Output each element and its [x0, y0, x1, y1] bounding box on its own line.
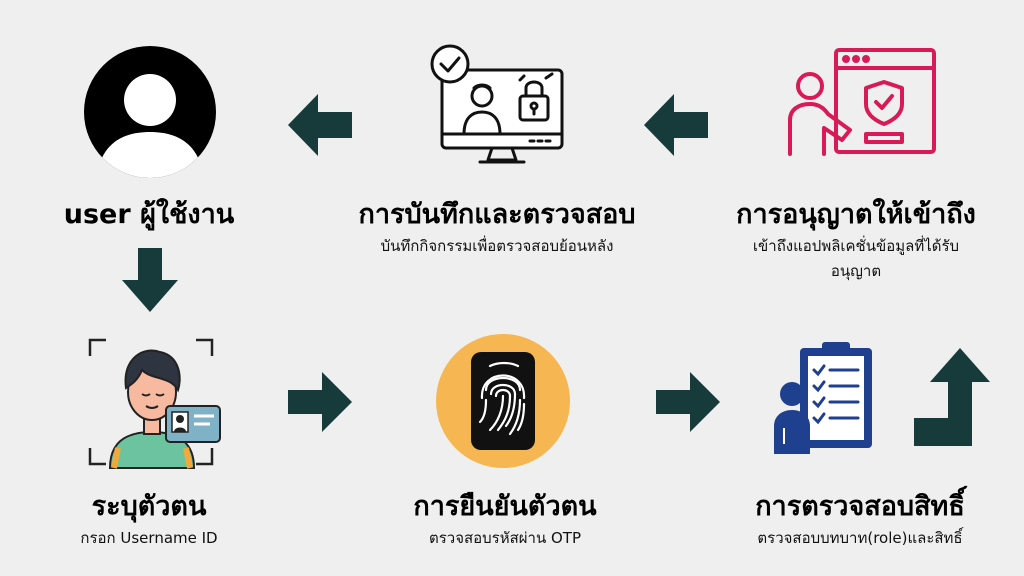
step-authorize-title: การอนุญาตให้เข้าถึง — [736, 199, 976, 230]
step-access-check-title: การตรวจสอบสิทธิ์ — [755, 491, 965, 522]
monitor-lock-icon — [428, 44, 568, 168]
step-logging-title: การบันทึกและตรวจสอบ — [358, 199, 636, 230]
face-id-card-icon — [86, 336, 226, 470]
shield-browser-icon — [784, 44, 940, 164]
step-identify-subtitle: กรอก Username ID — [80, 529, 218, 547]
arrow-left-icon — [288, 94, 352, 156]
fingerprint-icon — [436, 334, 570, 468]
arrow-right-icon — [288, 372, 352, 432]
arrow-right-icon — [656, 372, 720, 432]
user-avatar-icon — [82, 44, 218, 180]
step-authorize-subtitle-line2: อนุญาต — [830, 262, 882, 280]
step-access-check-subtitle: ตรวจสอบบทบาท(role)และสิทธิ์ — [757, 529, 963, 547]
step-authenticate-title: การยืนยันตัวตน — [413, 491, 597, 522]
step-authorize-subtitle-line1: เข้าถึงแอปพลิเคชั่นข้อมูลที่ได้รับ — [752, 237, 960, 255]
arrow-left-icon — [644, 94, 708, 156]
step-identify-title: ระบุตัวตน — [91, 491, 207, 522]
arrow-down-icon — [122, 248, 178, 312]
checklist-person-icon — [770, 338, 878, 458]
step-logging-subtitle: บันทึกกิจกรรมเพื่อตรวจสอบย้อนหลัง — [380, 237, 614, 255]
step-authenticate-subtitle: ตรวจสอบรหัสผ่าน OTP — [428, 529, 582, 547]
step-user-title: user ผู้ใช้งาน — [63, 199, 235, 230]
arrow-turn-up-icon — [914, 348, 992, 446]
